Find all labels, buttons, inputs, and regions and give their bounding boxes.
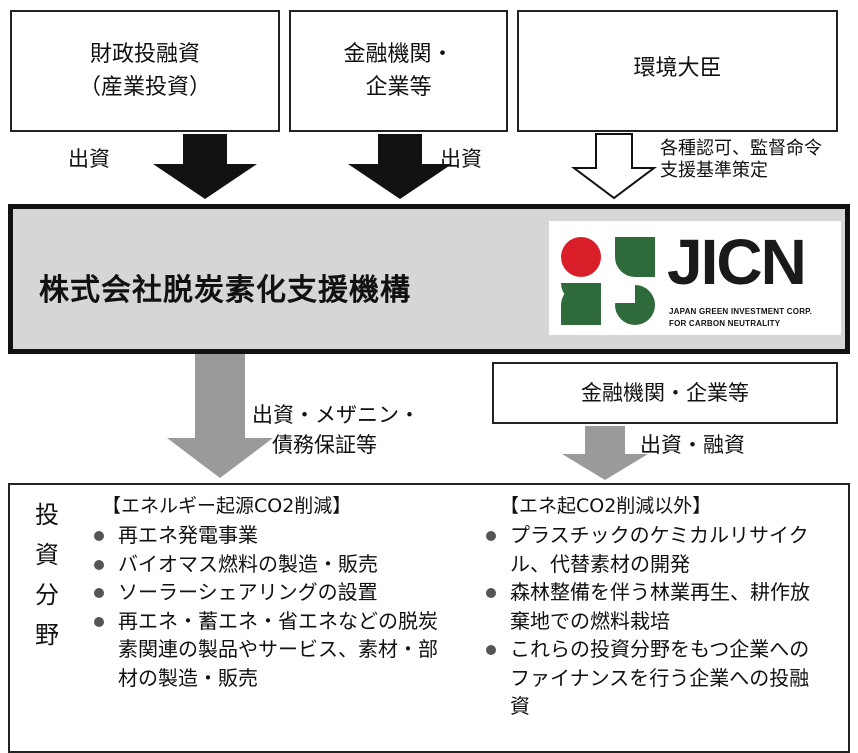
list-item: これらの投資分野をもつ企業へのファイナンスを行う企業への投融資 — [484, 635, 824, 721]
jicn-logo-subtitle-1: JAPAN GREEN INVESTMENT CORP. — [669, 307, 813, 316]
financial-box-line2: 企業等 — [365, 75, 432, 100]
non-energy-co2-heading: 【エネ起CO2削減以外】 — [500, 495, 712, 517]
organization-title: 株式会社脱炭素化支援機構 — [39, 273, 411, 308]
jicn-logo-mark-icon — [561, 237, 655, 325]
list-item: 再エネ・蓄エネ・省エネなどの脱炭素関連の製品やサービス、素材・部材の製造・販売 — [92, 607, 442, 693]
list-item: バイオマス燃料の製造・販売 — [92, 550, 442, 579]
financial-institutions-box-middle: 金融機関・企業等 — [492, 362, 838, 424]
jicn-organization-box: 株式会社脱炭素化支援機構 JICN JAPAN GREEN INVESTMENT… — [8, 204, 850, 354]
investment-label-left: 出資 — [68, 147, 110, 171]
minister-box-label: 環境大臣 — [633, 56, 722, 81]
list-item: 森林整備を伴う林業再生、耕作放棄地での燃料栽培 — [484, 578, 824, 635]
minister-box: 環境大臣 — [517, 10, 838, 132]
energy-co2-list: 再エネ発電事業 バイオマス燃料の製造・販売 ソーラーシェアリングの設置 再エネ・… — [92, 521, 442, 692]
investment-arrow-left — [153, 134, 257, 199]
fiscal-box-line2: （産業投資） — [78, 75, 211, 100]
financial-box-line1: 金融機関・ — [343, 42, 454, 67]
jicn-logo-text: JICN — [667, 226, 807, 298]
support-label-line1: 出資・メザニン・ — [252, 403, 420, 427]
financing-arrow — [562, 426, 648, 480]
jicn-logo: JICN JAPAN GREEN INVESTMENT CORP. FOR CA… — [549, 221, 841, 335]
fiscal-box-line1: 財政投融資 — [89, 42, 200, 67]
energy-co2-heading: 【エネルギー起源CO2削減】 — [102, 495, 352, 517]
investment-fields-label: 投資分野 — [35, 501, 59, 649]
authorization-label-line1: 各種認可、監督命令 — [660, 138, 822, 159]
investment-label-right: 出資 — [440, 147, 482, 171]
list-item: 再エネ発電事業 — [92, 521, 442, 550]
investment-arrow-middle — [348, 134, 452, 199]
investment-fields-box: 投資分野 【エネルギー起源CO2削減】 再エネ発電事業 バイオマス燃料の製造・販… — [8, 483, 850, 753]
authorization-label-line2: 支援基準策定 — [660, 160, 768, 181]
list-item: プラスチックのケミカルリサイクル、代替素材の開発 — [484, 521, 824, 578]
list-item: ソーラーシェアリングの設置 — [92, 578, 442, 607]
jicn-logo-subtitle-2: FOR CARBON NEUTRALITY — [669, 319, 781, 328]
financing-label: 出資・融資 — [640, 433, 745, 457]
financial-institutions-box: 金融機関・ 企業等 — [289, 10, 508, 132]
support-label-line2: 債務保証等 — [272, 433, 377, 457]
authorization-arrow — [571, 133, 657, 200]
middle-box-label: 金融機関・企業等 — [581, 380, 749, 405]
fiscal-investment-box: 財政投融資 （産業投資） — [10, 10, 280, 132]
non-energy-co2-list: プラスチックのケミカルリサイクル、代替素材の開発 森林整備を伴う林業再生、耕作放… — [484, 521, 824, 721]
support-arrow-left — [167, 354, 273, 478]
